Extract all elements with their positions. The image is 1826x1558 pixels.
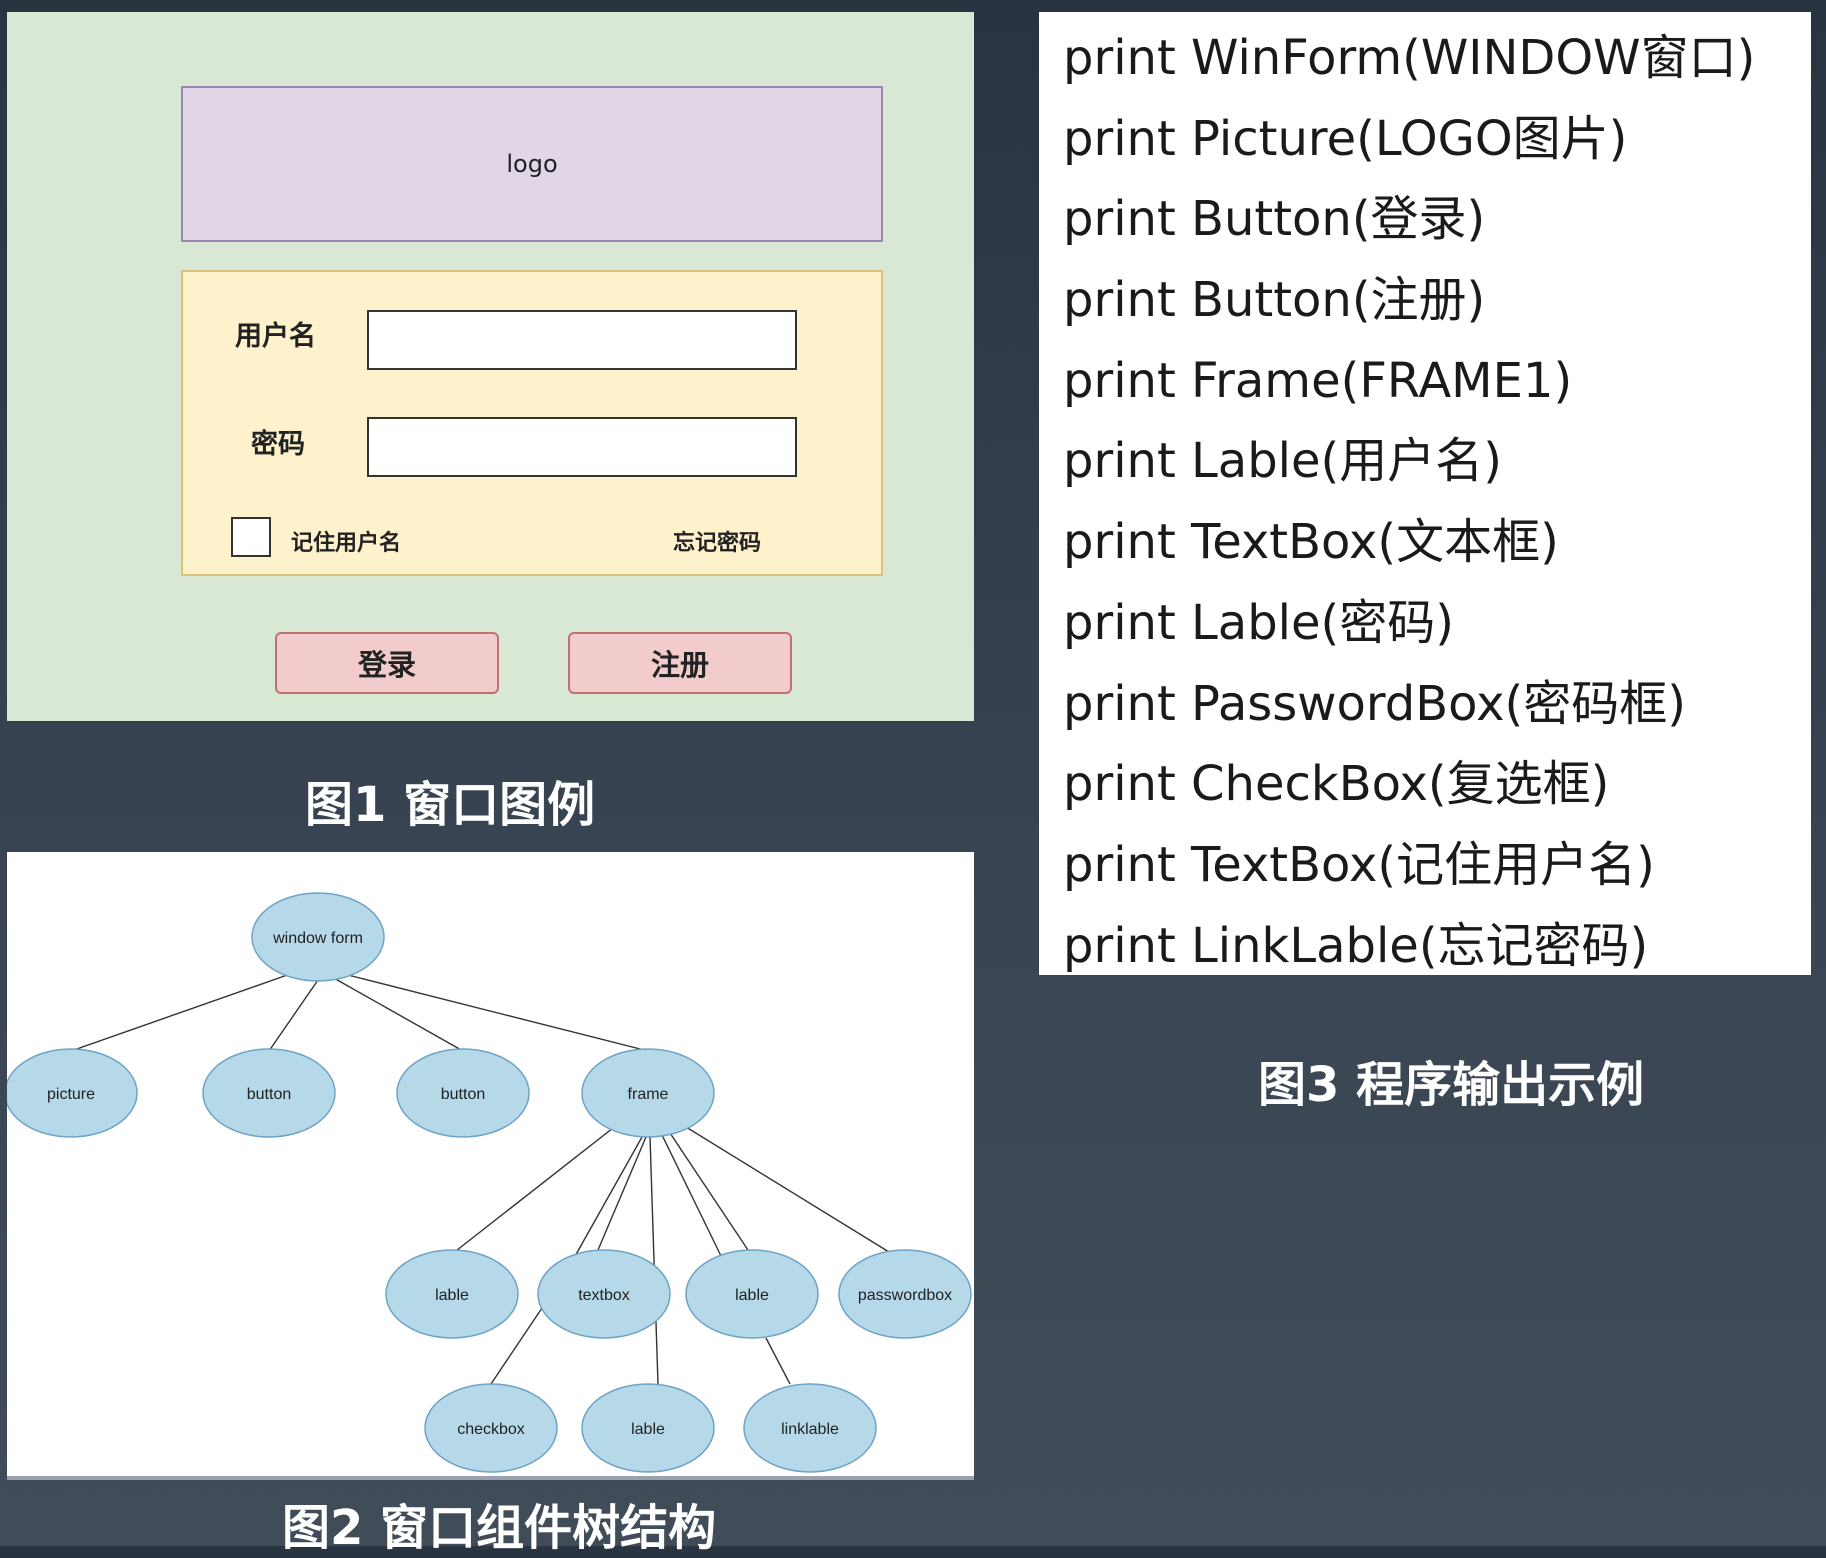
figure2-caption: 图2 窗口组件树结构 [282, 1500, 717, 1556]
output-line: print Button(登录) [1063, 191, 1486, 248]
tree-node-label: lable [735, 1287, 769, 1304]
output-line: print CheckBox(复选框) [1063, 756, 1610, 813]
tree-node-label: linklable [781, 1421, 839, 1438]
logo-label: logo [506, 150, 558, 178]
tree-edge [685, 1126, 890, 1253]
password-field[interactable] [367, 417, 797, 477]
tree-node-label: button [247, 1086, 291, 1103]
tree-edge [597, 1136, 647, 1251]
tree-edge [490, 1307, 543, 1385]
tree-node-label: textbox [578, 1287, 630, 1304]
tree-node: passwordbox [838, 1249, 972, 1339]
output-line: print Lable(密码) [1063, 594, 1454, 651]
tree-node: textbox [537, 1249, 671, 1339]
tree-edge [347, 974, 649, 1052]
tree-node-shape [251, 892, 385, 982]
tree-node-shape [581, 1383, 715, 1473]
login-frame: 用户名 密码 记住用户名 忘记密码 [181, 270, 883, 576]
program-output-panel: print WinForm(WINDOW窗口) print Picture(LOG… [1039, 12, 1811, 975]
output-line: print Lable(用户名) [1063, 433, 1502, 490]
forgot-password-link[interactable]: 忘记密码 [673, 531, 762, 556]
tree-node-shape [743, 1383, 877, 1473]
tree-node: picture [7, 1048, 138, 1138]
tree-node-shape [202, 1048, 336, 1138]
tree-node: lable [385, 1249, 519, 1339]
register-button-label: 注册 [650, 648, 709, 682]
output-line: print TextBox(记住用户名) [1063, 836, 1655, 893]
tree-node-shape [838, 1249, 972, 1339]
window-mockup: logo 用户名 密码 记住用户名 忘记密码 登录 注册 [7, 12, 974, 721]
tree-node-shape [424, 1383, 558, 1473]
tree-node-label: window form [272, 930, 363, 947]
output-line: print Frame(FRAME1) [1063, 352, 1573, 409]
output-line: print Picture(LOGO图片) [1063, 110, 1628, 167]
username-field[interactable] [367, 310, 797, 370]
tree-node-shape [581, 1048, 715, 1138]
tree-node: lable [581, 1383, 715, 1473]
tree-node-label: passwordbox [858, 1287, 952, 1304]
output-lines: print WinForm(WINDOW窗口) print Picture(LOG… [1063, 18, 1811, 986]
output-line: print PasswordBox(密码框) [1063, 675, 1686, 732]
output-line: print WinForm(WINDOW窗口) [1063, 30, 1756, 86]
tree-node-shape [537, 1249, 671, 1339]
remember-checkbox[interactable] [231, 517, 271, 557]
tree-node: checkbox [424, 1383, 558, 1473]
register-button[interactable]: 注册 [568, 632, 792, 694]
tree-node: frame [581, 1048, 715, 1138]
tree-diagram: window form picture button button frame lable… [7, 892, 972, 1473]
tree-edge [669, 1132, 749, 1251]
password-label: 密码 [251, 429, 305, 460]
tree-node-shape [7, 1048, 138, 1138]
tree-node: window form [251, 892, 385, 982]
tree-edge [649, 1136, 659, 1385]
tree-edge [331, 976, 464, 1052]
tree-node-label: lable [435, 1287, 469, 1304]
tree-node-shape [385, 1249, 519, 1339]
login-button-label: 登录 [357, 648, 416, 682]
tree-node: button [202, 1048, 336, 1138]
tree-edge [661, 1134, 723, 1259]
tree-node: lable [685, 1249, 819, 1339]
tree-node-shape [685, 1249, 819, 1339]
tree-edge [573, 1136, 643, 1259]
figure3-caption: 图3 程序输出示例 [1258, 1057, 1645, 1113]
tree-node-label: frame [628, 1086, 669, 1103]
tree-edge [268, 979, 319, 1052]
tree-node-label: checkbox [457, 1421, 525, 1438]
component-tree: window form picture button button frame lable… [7, 852, 974, 1478]
username-label: 用户名 [235, 321, 316, 352]
tree-node-label: button [441, 1086, 485, 1103]
tree-edge [451, 1127, 614, 1255]
tree-node-shape [396, 1048, 530, 1138]
tree-node-label: lable [631, 1421, 665, 1438]
tree-node-label: picture [47, 1086, 95, 1103]
figure1-caption: 图1 窗口图例 [305, 777, 596, 833]
tree-edge [70, 972, 294, 1052]
login-button[interactable]: 登录 [275, 632, 499, 694]
logo-placeholder: logo [181, 86, 883, 242]
tree-node: linklable [743, 1383, 877, 1473]
output-line: print TextBox(文本框) [1063, 514, 1559, 571]
remember-label: 记住用户名 [291, 531, 402, 556]
output-line: print Button(注册) [1063, 272, 1486, 329]
tree-node: button [396, 1048, 530, 1138]
tree-edge [765, 1337, 791, 1385]
output-line: print LinkLable(忘记密码) [1063, 917, 1649, 974]
figure2-bottom-border [7, 1476, 974, 1480]
